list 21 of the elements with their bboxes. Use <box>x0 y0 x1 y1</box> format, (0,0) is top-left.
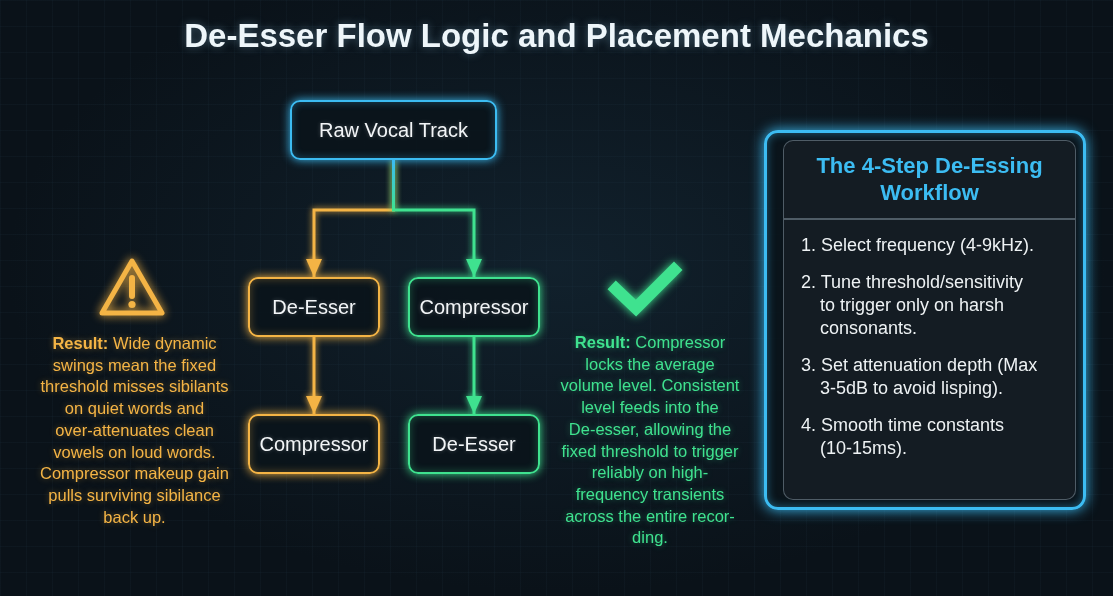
step-text: 3. Set attenuation depth (Max 3-5dB to avoid lisping). <box>801 353 1039 400</box>
step-text: 4. Smooth time constants (10-15ms). <box>801 413 1006 460</box>
process-box <box>248 277 380 337</box>
process-box <box>290 100 497 160</box>
process-box <box>248 414 380 474</box>
node-label: Raw Vocal Track <box>319 118 468 142</box>
process-box <box>408 414 540 474</box>
node-label: Compressor <box>259 432 369 456</box>
result-note: Result: Wide dynamic swings mean the fixed threshold misses sibilants on quiet words and over-attenuates clean vowels on loud words. Compressor makeup gain pulls surviving sibilance back up. <box>40 333 229 528</box>
node-label: De-Esser <box>272 295 356 319</box>
step-text: 2. Tune threshold/sensitivity to trigger only on harsh consonants. <box>801 270 1025 340</box>
node-label: De-Esser <box>432 432 516 456</box>
diagram-title: De-Esser Flow Logic and Placement Mechanics <box>183 17 930 55</box>
panel-heading: The 4-Step De-Essing Workflow <box>815 152 1044 206</box>
arrow <box>392 160 482 277</box>
arrow <box>306 337 322 414</box>
step-text: 1. Select frequency (4-9kHz). <box>801 233 1036 257</box>
arrow <box>466 337 482 414</box>
result-note: Result: Compressor locks the average volume level. Consistent level feeds into the De-esser, allowing the fixed threshold to trigger reliably on high- frequency transients across the entire recor- ding. <box>559 332 741 549</box>
node-label: Compressor <box>419 295 529 319</box>
process-box <box>408 277 540 337</box>
